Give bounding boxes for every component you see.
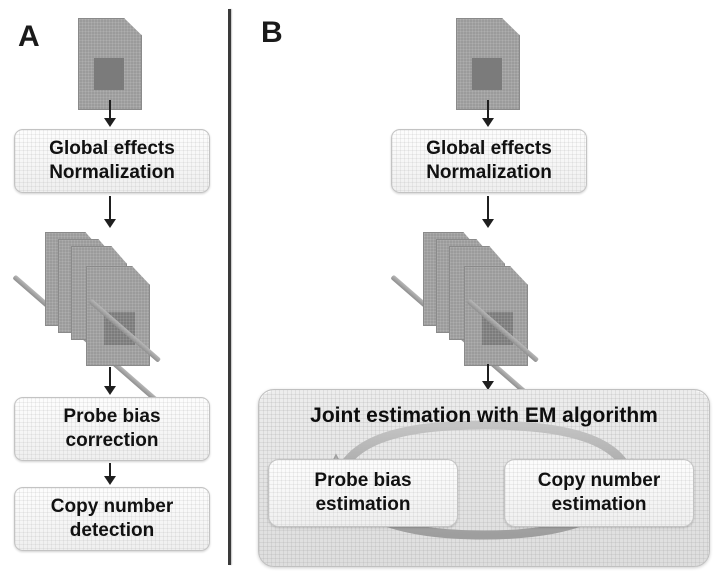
- box-line-1: Copy number: [50, 495, 174, 517]
- box-line-1: Probe bias: [314, 469, 412, 491]
- box-line-1: Probe bias: [63, 405, 161, 427]
- panel-a-arrow-probe-bias-to-copy-number: [103, 463, 117, 485]
- panel-b-arrow-chip-to-normalization: [481, 100, 495, 127]
- panel-divider: [228, 9, 231, 565]
- chip-pad: [94, 58, 124, 90]
- panel-a-global-effects-normalization-box: Global effects Normalization: [14, 129, 210, 193]
- box-line-2: estimation: [551, 494, 647, 515]
- panel-a-arrow-normalization-to-stack: [103, 196, 117, 228]
- em-box-title: Joint estimation with EM algorithm: [310, 404, 658, 427]
- panel-b-probe-array-stack: [388, 228, 563, 404]
- chip-body: [78, 18, 142, 110]
- panel-b-letter: B: [261, 16, 283, 49]
- box-line-2: detection: [69, 520, 155, 541]
- panel-a-probe-bias-correction-box: Probe bias correction: [14, 397, 210, 461]
- panel-a-arrow-chip-to-normalization: [103, 100, 117, 127]
- copy-number-estimation-box: Copy number estimation: [504, 459, 694, 527]
- box-line-1: Global effects: [49, 137, 175, 159]
- box-line-1: Copy number: [537, 469, 661, 491]
- panel-a-input-array-chip: [78, 18, 142, 110]
- panel-b-arrow-normalization-to-stack: [481, 196, 495, 228]
- chip-pad: [472, 58, 502, 90]
- box-line-2: Normalization: [49, 162, 175, 183]
- panel-a-copy-number-detection-box: Copy number detection: [14, 487, 210, 551]
- probe-bias-estimation-box: Probe bias estimation: [268, 459, 458, 527]
- panel-b-input-array-chip: [456, 18, 520, 110]
- box-line-2: estimation: [315, 494, 411, 515]
- box-line-2: correction: [65, 430, 159, 451]
- panel-b-arrow-stack-to-em-box: [481, 364, 495, 390]
- cycle-arrow-top: [331, 420, 637, 498]
- panel-b-global-effects-normalization-box: Global effects Normalization: [391, 129, 587, 193]
- box-line-2: Normalization: [426, 162, 552, 183]
- panel-a-probe-array-stack: [10, 228, 185, 404]
- panel-a-arrow-stack-to-probe-bias: [103, 367, 117, 395]
- chip-body: [86, 266, 150, 366]
- panel-a-letter: A: [18, 20, 40, 53]
- chip-body: [464, 266, 528, 366]
- box-line-1: Global effects: [426, 137, 552, 159]
